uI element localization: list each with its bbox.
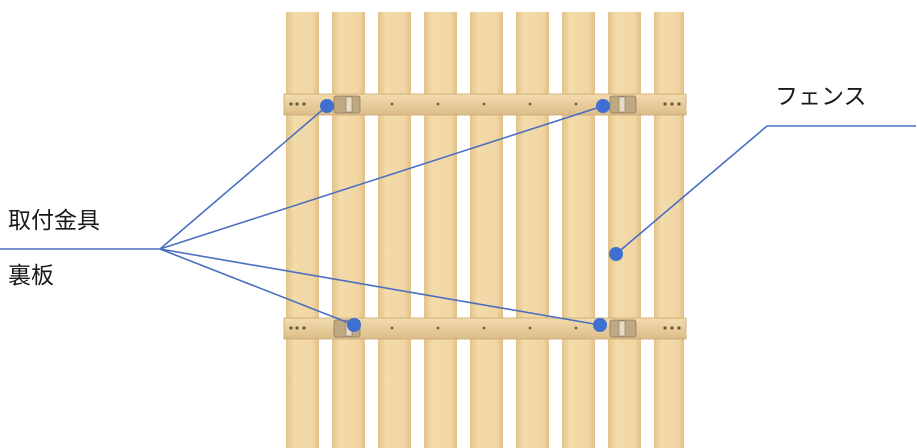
- fence-slat: [470, 12, 503, 448]
- callout-dot: [347, 318, 361, 332]
- mounting-bracket-top-left: [334, 96, 360, 113]
- callout-dot: [593, 318, 607, 332]
- callout-dot: [609, 247, 623, 261]
- fence-slats: [286, 12, 684, 448]
- back-board-label: 裏板: [8, 265, 54, 288]
- mounting-bracket-top-right: [610, 96, 636, 113]
- fence-label: フェンス: [775, 86, 867, 109]
- fence-slat: [378, 12, 411, 448]
- leader-lines: [0, 106, 916, 325]
- callout-dot: [320, 99, 334, 113]
- callout-dot: [596, 99, 610, 113]
- fence-slat: [516, 12, 549, 448]
- fence-slat: [332, 12, 365, 448]
- fence-slat: [286, 12, 319, 448]
- fence-slat: [654, 12, 684, 448]
- fence-slat: [608, 12, 641, 448]
- fence-slat: [424, 12, 457, 448]
- leader-line: [160, 249, 354, 325]
- back-board-top: [284, 94, 686, 115]
- fence-slat: [562, 12, 595, 448]
- mounting-bracket-label: 取付金具: [8, 210, 100, 233]
- mounting-bracket-bottom-right: [610, 320, 636, 337]
